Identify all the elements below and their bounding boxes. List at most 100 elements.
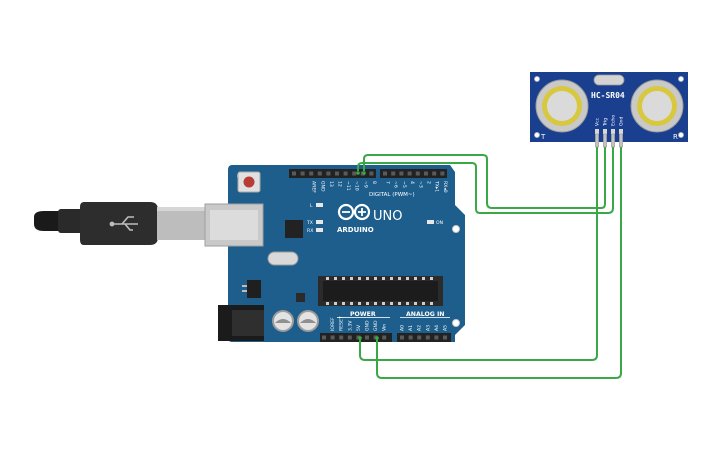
header-hole[interactable] bbox=[443, 335, 447, 340]
header-hole[interactable] bbox=[415, 171, 420, 176]
chip-pin bbox=[406, 277, 409, 280]
chip-pin bbox=[342, 277, 345, 280]
sensor-pins[interactable] bbox=[595, 129, 623, 148]
usb-cable[interactable] bbox=[34, 202, 207, 245]
power-header-label: POWER bbox=[350, 311, 376, 318]
header-hole[interactable] bbox=[391, 171, 396, 176]
digital-pin-label: 12 bbox=[337, 181, 343, 187]
header-hole[interactable] bbox=[322, 335, 326, 340]
sensor-pin[interactable] bbox=[611, 133, 615, 148]
header-hole[interactable] bbox=[335, 171, 339, 176]
header-hole[interactable] bbox=[399, 171, 404, 176]
wire-vcc[interactable] bbox=[359, 147, 598, 361]
sensor-pin[interactable] bbox=[619, 133, 623, 148]
digital-header-right[interactable] bbox=[380, 169, 447, 178]
power-pin-label: GND bbox=[373, 320, 379, 331]
led-on-indicator bbox=[427, 220, 434, 224]
chip-pin bbox=[414, 277, 417, 280]
chip-pin bbox=[326, 302, 329, 305]
digital-pin-label: 8 bbox=[371, 181, 377, 184]
capacitor-mark bbox=[300, 319, 316, 323]
header-hole[interactable] bbox=[440, 171, 445, 176]
header-hole[interactable] bbox=[424, 171, 428, 176]
header-hole[interactable] bbox=[383, 171, 387, 176]
digital-pin-label: ~9 bbox=[362, 181, 368, 188]
transmitter-transducer bbox=[535, 79, 589, 133]
chip-pin bbox=[382, 277, 385, 280]
arduino-brand-label: ARDUINO bbox=[337, 226, 374, 234]
analog-pin-label: A3 bbox=[425, 325, 431, 331]
barrel-jack-face bbox=[232, 310, 264, 336]
sensor-pin-label: Trig bbox=[603, 118, 609, 127]
digital-pin-label: TX▸1 bbox=[434, 180, 440, 192]
power-header-holes bbox=[322, 335, 447, 340]
chip-pin bbox=[390, 302, 393, 305]
header-hole[interactable] bbox=[432, 171, 437, 176]
power-pin-label: IOREF bbox=[330, 317, 336, 331]
sensor-mount-hole bbox=[678, 76, 685, 83]
header-hole[interactable] bbox=[292, 171, 296, 176]
header-hole[interactable] bbox=[352, 171, 357, 176]
capacitor bbox=[272, 310, 294, 332]
usb-plug-metal bbox=[157, 207, 207, 240]
logo-plus bbox=[358, 208, 366, 216]
header-hole[interactable] bbox=[400, 335, 404, 340]
sensor-pin[interactable] bbox=[603, 133, 607, 148]
sensor-pin-pad bbox=[595, 129, 599, 134]
header-hole[interactable] bbox=[417, 335, 422, 340]
header-hole[interactable] bbox=[425, 335, 430, 340]
wire-echo[interactable] bbox=[357, 147, 614, 214]
wire-end-echo bbox=[356, 171, 360, 175]
reset-button-cap bbox=[243, 176, 255, 188]
regulator-tab bbox=[242, 290, 247, 292]
usb-symbol-dot bbox=[109, 221, 115, 227]
header-hole[interactable] bbox=[382, 335, 387, 340]
header-hole[interactable] bbox=[309, 171, 314, 176]
power-pin-label: RESET bbox=[339, 316, 345, 331]
header-hole[interactable] bbox=[434, 335, 439, 340]
header-hole[interactable] bbox=[407, 171, 412, 176]
sensor-pin-label: Vcc bbox=[595, 117, 601, 126]
reset-button[interactable] bbox=[237, 171, 261, 193]
chip-pin bbox=[414, 302, 417, 305]
chip-pin bbox=[358, 277, 361, 280]
led-l-indicator bbox=[316, 203, 323, 207]
wire-trig[interactable] bbox=[363, 147, 606, 209]
chip-pin bbox=[390, 277, 393, 280]
digital-pin-label: ~3 bbox=[417, 181, 423, 188]
transducer-center bbox=[547, 91, 577, 121]
header-hole[interactable] bbox=[343, 171, 348, 176]
header-hole[interactable] bbox=[347, 335, 352, 340]
header-hole[interactable] bbox=[408, 335, 413, 340]
digital-pin-label: 4 bbox=[409, 181, 415, 184]
header-hole[interactable] bbox=[339, 335, 344, 340]
chip-pin bbox=[366, 302, 369, 305]
header-hole[interactable] bbox=[317, 171, 322, 176]
header-hole[interactable] bbox=[330, 335, 335, 340]
wire-end-gnd bbox=[375, 336, 379, 340]
header-hole[interactable] bbox=[300, 171, 305, 176]
usb-jack-inner bbox=[210, 210, 258, 240]
digital-header-left[interactable] bbox=[289, 169, 376, 178]
chip-pin bbox=[358, 302, 361, 305]
power-header[interactable] bbox=[320, 333, 392, 342]
chip-pin bbox=[334, 277, 337, 280]
wire-end-trig bbox=[362, 171, 366, 175]
led-on-label: ON bbox=[436, 220, 443, 226]
analog-header[interactable] bbox=[397, 333, 451, 342]
sensor-pin[interactable] bbox=[595, 133, 599, 148]
mount-hole bbox=[452, 319, 460, 327]
sensor-r-label: R bbox=[673, 133, 678, 141]
header-hole[interactable] bbox=[326, 171, 331, 176]
arduino-model-label: UNO bbox=[373, 209, 402, 224]
wire-gnd[interactable] bbox=[376, 147, 622, 379]
header-hole[interactable] bbox=[369, 171, 374, 176]
led-rx-indicator bbox=[316, 228, 323, 232]
usb-symbol-icon bbox=[112, 216, 138, 231]
led-tx-label: TX bbox=[306, 220, 313, 226]
header-hole[interactable] bbox=[365, 335, 369, 340]
chip-pin bbox=[382, 302, 385, 305]
